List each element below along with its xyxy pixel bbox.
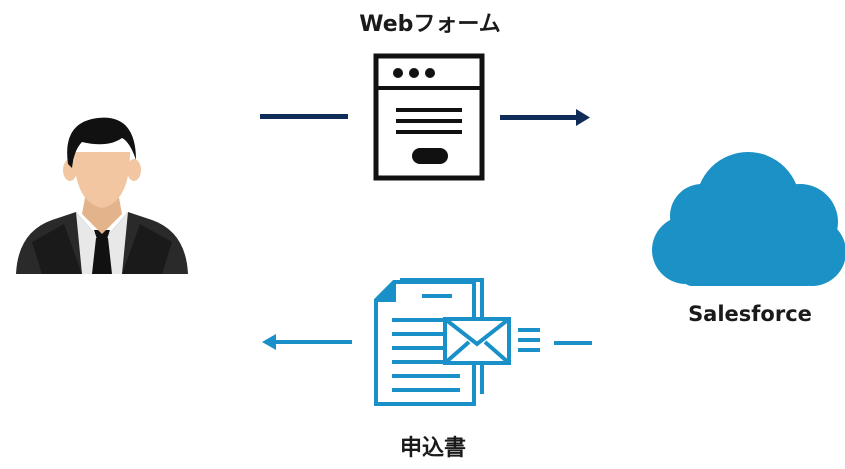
web-form-label: Webフォーム	[359, 12, 501, 37]
mail-icon	[443, 317, 540, 365]
salesforce-label: Salesforce	[688, 302, 812, 326]
connector-line-bottom-right	[554, 341, 592, 345]
arrow-right-icon	[500, 109, 590, 126]
person-icon	[16, 117, 188, 274]
application-label: 申込書	[399, 436, 466, 461]
arrow-left-icon	[262, 334, 352, 350]
connector-line-top-left	[260, 114, 348, 119]
cloud-icon	[652, 152, 845, 286]
web-form-icon	[373, 53, 485, 181]
